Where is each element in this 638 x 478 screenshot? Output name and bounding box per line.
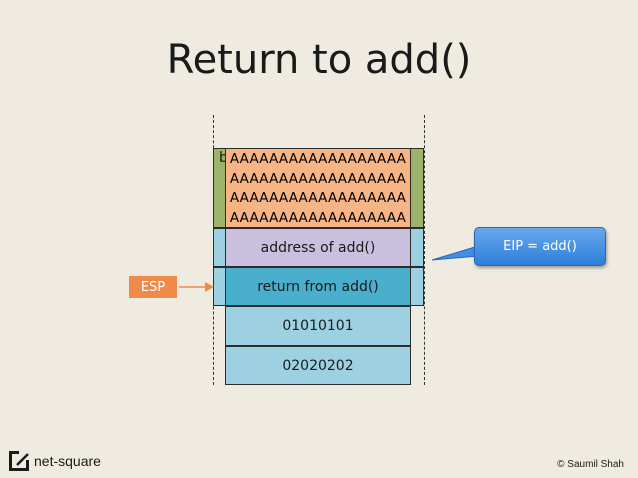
eip-callout: EIP = add() <box>474 227 606 266</box>
overflow-line: AAAAAAAAAAAAAAAAAA <box>229 190 407 206</box>
stack-row-return-from-add: return from add() <box>225 267 411 306</box>
stack-row-arg-2: 02020202 <box>225 346 411 385</box>
stack-row-arg-1: 01010101 <box>225 306 411 346</box>
overflow-line: AAAAAAAAAAAAAAAAAA <box>229 209 407 226</box>
slide-title: Return to add() <box>166 37 472 83</box>
overflow-line: AAAAAAAAAAAAAAAAAA <box>229 170 407 187</box>
callout-tail <box>431 245 479 261</box>
esp-label: ESP <box>129 276 177 298</box>
original-frame-partial-label: b <box>219 150 228 166</box>
brand-name: net-square <box>34 453 101 469</box>
copyright-text: © Saumil Shah <box>557 459 624 470</box>
frame-dashed-line-right <box>424 115 425 385</box>
footer-brand: net-square <box>9 451 101 471</box>
stack-row-address-of-add: address of add() <box>225 228 411 267</box>
overflow-line: AAAAAAAAAAAAAAAAAA <box>229 151 407 167</box>
net-square-logo-icon <box>9 451 29 471</box>
esp-arrow-head <box>205 282 214 292</box>
overflow-buffer: AAAAAAAAAAAAAAAAAA AAAAAAAAAAAAAAAAAA AA… <box>225 148 411 228</box>
